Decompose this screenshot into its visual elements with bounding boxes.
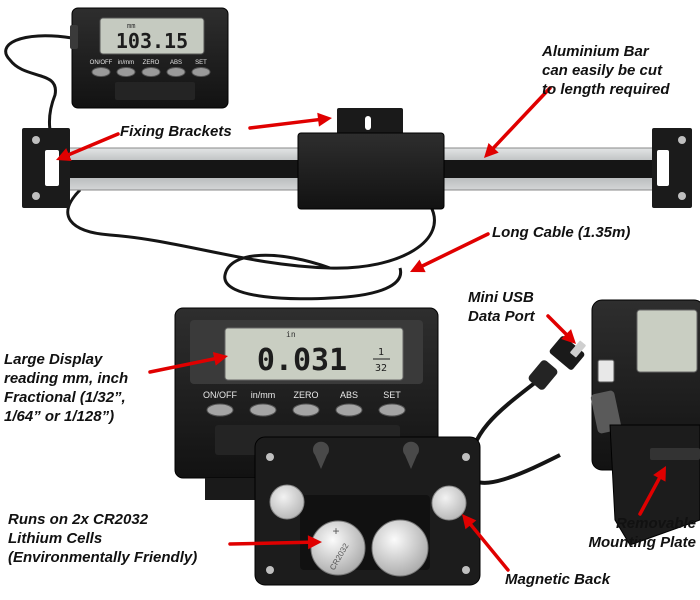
small-button-label: in/mm <box>118 60 134 66</box>
callout-arrows <box>56 86 666 572</box>
usb-cable <box>467 373 561 485</box>
small-button <box>116 67 136 77</box>
arrow-fixing-bracket-right <box>248 112 332 130</box>
label-mounting-plate-line1: Removable <box>615 515 696 532</box>
coin-cell-plus: + <box>332 524 339 538</box>
large-lcd-reading: 0.031 <box>257 343 347 378</box>
scale-bar-assembly <box>22 108 692 210</box>
small-button-label: SET <box>195 60 207 66</box>
coin-cell-left <box>310 520 366 576</box>
arrow-battery <box>228 535 322 550</box>
label-magnetic-back: Magnetic Back <box>505 571 611 588</box>
large-display-unit: in 0.031 1 32 ON/OFF in/mm ZERO ABS SET <box>174 307 439 500</box>
label-large-display: Large Display reading mm, inch Fractiona… <box>4 350 128 426</box>
large-lcd-screen <box>224 327 404 381</box>
right-bracket <box>652 128 692 208</box>
label-mini-usb-line2: Data Port <box>468 308 535 325</box>
large-display-buttons: ON/OFF in/mm ZERO ABS SET <box>203 390 406 417</box>
large-lcd-fraction-den: 32 <box>375 363 387 374</box>
large-button <box>292 403 320 417</box>
label-aluminium-bar-line3: to length required <box>542 81 670 98</box>
label-mini-usb-line1: Mini USB <box>468 289 534 306</box>
long-cable <box>66 188 436 301</box>
small-button <box>141 67 161 77</box>
label-large-display-line3: Fractional (1/32”, <box>4 389 126 406</box>
large-lcd-unit: in <box>286 330 296 339</box>
usb-port <box>597 359 615 383</box>
small-button-label: ON/OFF <box>90 60 113 66</box>
small-lcd-unit: mm <box>127 22 135 30</box>
magnet-right <box>431 485 467 521</box>
arrow-fixing-bracket-left <box>56 132 120 162</box>
large-button-label: ZERO <box>293 390 318 400</box>
arrow-large-display <box>148 351 228 374</box>
left-bracket <box>22 128 70 208</box>
label-large-display-line1: Large Display <box>4 351 103 368</box>
label-battery-line3: (Environmentally Friendly) <box>8 549 198 566</box>
label-battery-line1: Runs on 2x CR2032 <box>8 511 149 528</box>
small-button <box>91 67 111 77</box>
battery-back-unit: + CR2032 <box>254 436 481 586</box>
large-button-label: in/mm <box>251 390 276 400</box>
small-display-unit: mm 103.15 ON/OFF in/mm ZERO ABS SET <box>70 7 229 109</box>
large-button-label: ABS <box>340 390 358 400</box>
label-long-cable: Long Cable (1.35m) <box>492 224 631 241</box>
label-aluminium-bar-line2: can easily be cut <box>542 62 663 79</box>
magnet-left <box>269 484 305 520</box>
large-button <box>206 403 234 417</box>
arrow-aluminium-bar <box>484 86 552 158</box>
large-button-label: SET <box>383 390 401 400</box>
label-aluminium-bar-line1: Aluminium Bar <box>542 43 649 60</box>
reading-head <box>297 108 445 210</box>
large-button <box>335 403 363 417</box>
label-large-display-line4: 1/64” or 1/128”) <box>4 408 115 425</box>
arrow-magnetic-back <box>462 514 510 572</box>
label-mounting-plate: Removable Mounting Plate <box>572 514 697 552</box>
arrow-mounting-plate <box>638 466 666 516</box>
label-large-display-line2: reading mm, inch <box>4 370 129 387</box>
large-button <box>249 403 277 417</box>
label-fixing-brackets: Fixing Brackets <box>120 123 232 140</box>
large-lcd-fraction-num: 1 <box>378 347 384 358</box>
small-lcd-reading: 103.15 <box>116 29 188 53</box>
usb-plug <box>528 336 586 390</box>
label-battery: Runs on 2x CR2032 Lithium Cells (Environ… <box>8 510 197 567</box>
small-button <box>191 67 211 77</box>
large-button <box>378 403 406 417</box>
small-button-label: ZERO <box>143 60 160 66</box>
label-aluminium-bar: Aluminium Bar can easily be cut to lengt… <box>542 42 670 99</box>
small-display-buttons: ON/OFF in/mm ZERO ABS SET <box>90 60 211 77</box>
large-button-label: ON/OFF <box>203 390 237 400</box>
label-mini-usb: Mini USB Data Port <box>468 288 535 326</box>
small-button-label: ABS <box>170 60 182 66</box>
small-lcd-screen <box>99 17 205 55</box>
coin-cell-right <box>371 519 429 577</box>
arrow-mini-usb <box>546 314 576 344</box>
label-battery-line2: Lithium Cells <box>8 530 103 547</box>
label-mounting-plate-line2: Mounting Plate <box>588 534 697 551</box>
small-button <box>166 67 186 77</box>
arrow-long-cable <box>410 232 490 273</box>
